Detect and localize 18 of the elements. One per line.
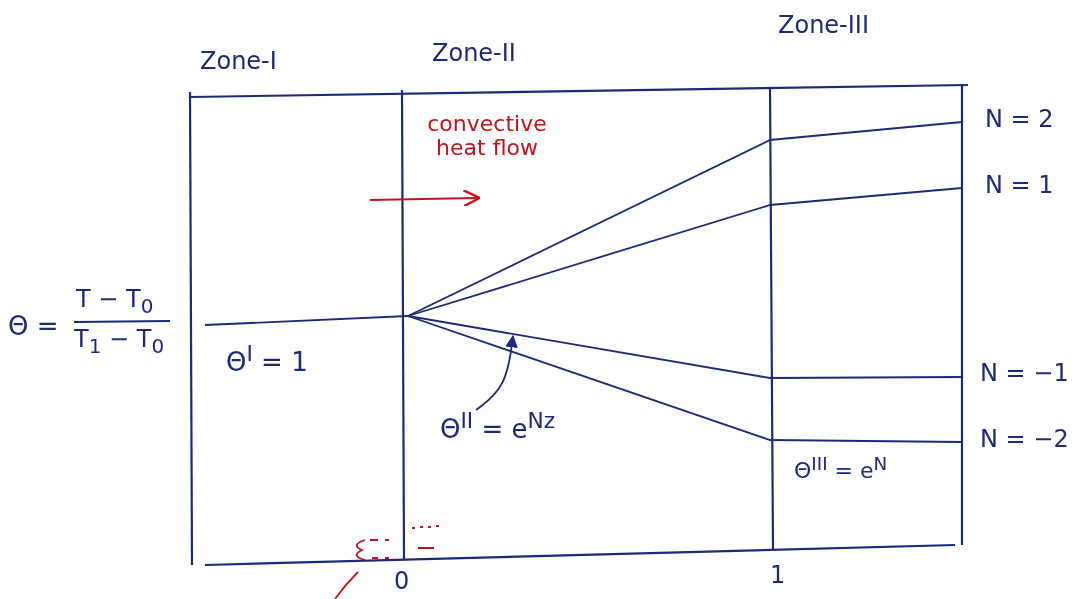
axis-tick-label: 0	[394, 568, 410, 595]
equation-label: Θ$^{I}$ = 1	[226, 342, 308, 377]
zone-label: Zone-II	[432, 40, 516, 67]
equation-label: Θ$^{II}$ = e$^{Nz}$	[440, 408, 556, 444]
temperature-profile-line	[407, 315, 771, 379]
numerator: T − T$_{0}$	[76, 286, 154, 317]
denominator: T$_{1}$ − T$_{0}$	[74, 326, 165, 357]
zone-label: Zone-III	[778, 12, 869, 39]
parameter-label: N = 2	[985, 106, 1054, 133]
leader-arrow	[475, 334, 518, 411]
parameter-label: N = −1	[980, 360, 1069, 387]
zone-label: Zone-I	[200, 48, 277, 75]
annotation: convective heat flow	[426, 112, 548, 161]
axis-tick-label: 1	[770, 562, 786, 589]
equation-label: Θ =	[8, 312, 59, 341]
parameter-label: N = 1	[985, 172, 1054, 199]
parameter-label: N = −2	[980, 426, 1069, 453]
equation-label: Θ$^{III}$ = e$^{N}$	[794, 454, 888, 484]
